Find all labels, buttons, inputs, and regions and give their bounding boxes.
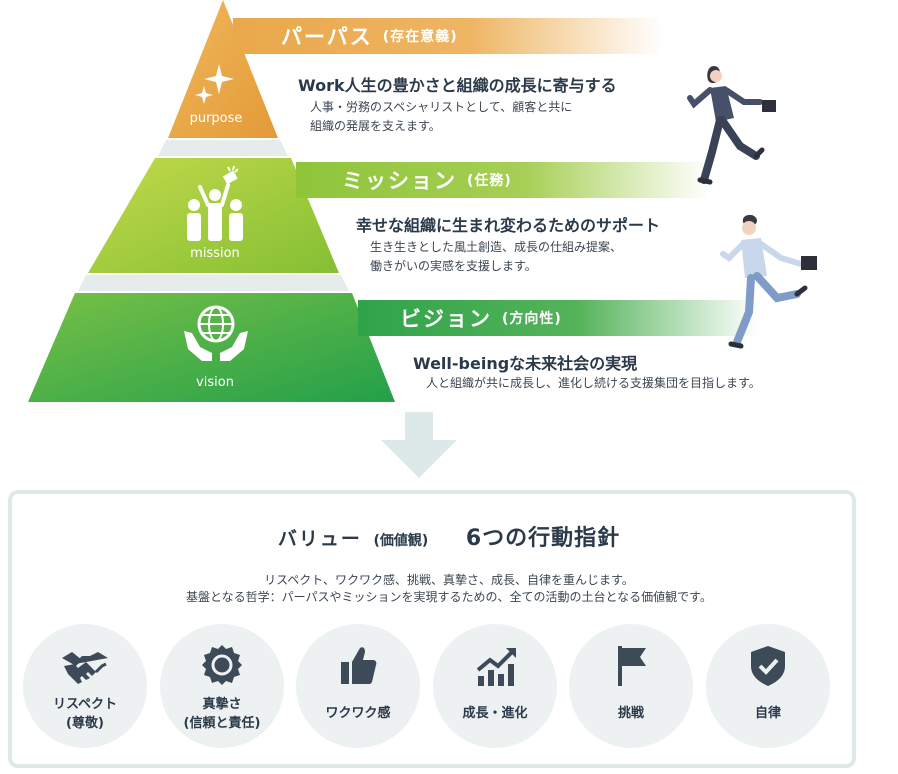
value-item-sincerity-label1: 真摯さ xyxy=(202,697,242,712)
tier-gap-1 xyxy=(158,140,288,156)
value-item-sincerity: 真摯さ (信頼と責任) xyxy=(160,624,284,748)
shield-check-icon xyxy=(751,646,785,686)
value-item-respect-label2: (尊敬) xyxy=(66,716,104,731)
running-businessman-illustration xyxy=(720,214,817,349)
values-title-right: 6つの行動指針 xyxy=(465,526,621,551)
value-item-excitement: ワクワク感 xyxy=(296,624,420,748)
purpose-tier-label: purpose xyxy=(189,111,243,126)
mission-band: ミッション (任務) xyxy=(296,162,710,198)
values-desc-line1: リスペクト、ワクワク感、挑戦、真摯さ、成長、自律を重んじます。 xyxy=(264,573,634,587)
values-title: バリュー (価値観) 6つの行動指針 xyxy=(0,520,898,552)
pyramid xyxy=(28,0,395,402)
tier-gap-2 xyxy=(78,275,349,291)
value-item-growth: 成長・進化 xyxy=(433,624,557,748)
value-item-challenge: 挑戦 xyxy=(569,624,693,748)
purpose-desc-line2: 組織の発展を支えます。 xyxy=(310,119,441,133)
mission-heading: 幸せな組織に生まれ変わるためのサポート xyxy=(356,216,661,235)
handshake-icon xyxy=(62,652,108,684)
value-item-autonomy: 自律 xyxy=(706,624,830,748)
values-desc-line2: 基盤となる哲学：パーパスやミッションを実現するための、全ての活動の土台となる価値… xyxy=(186,590,712,604)
down-arrow-icon xyxy=(381,412,457,478)
award-badge-icon xyxy=(202,645,242,685)
purpose-band-title: パーパス xyxy=(281,25,373,49)
vision-heading: Well-beingな未来社会の実現 xyxy=(413,354,638,373)
purpose-band: パーパス (存在意義) xyxy=(233,18,663,54)
mission-tier-label: mission xyxy=(190,246,240,261)
flag-icon xyxy=(618,646,646,686)
team-cheer-icon xyxy=(187,165,243,241)
value-item-sincerity-label2: (信頼と責任) xyxy=(183,716,261,731)
purpose-tier xyxy=(168,0,278,138)
running-businesswoman-illustration xyxy=(687,66,776,185)
mission-desc-line1: 生き生きとした風土創造、成長の仕組み提案、 xyxy=(370,240,623,254)
value-item-respect: リスペクト (尊敬) xyxy=(23,624,147,748)
growth-chart-icon xyxy=(476,648,516,686)
purpose-desc-line1: 人事・労務のスペシャリストとして、顧客と共に xyxy=(310,100,573,114)
value-item-excitement-label: ワクワク感 xyxy=(325,706,391,721)
value-item-autonomy-label: 自律 xyxy=(754,706,781,721)
vision-desc-line1: 人と組織が共に成長し、進化し続ける支援集団を目指します。 xyxy=(426,376,761,390)
vision-tier xyxy=(28,293,395,402)
vision-band: ビジョン (方向性) xyxy=(358,300,758,336)
mission-desc-line2: 働きがいの実感を支援します。 xyxy=(370,259,537,273)
value-item-respect-label1: リスペクト xyxy=(52,697,118,712)
vision-tier-label: vision xyxy=(196,375,234,390)
thumbs-up-icon xyxy=(341,647,377,684)
mission-band-subtitle: (任務) xyxy=(467,173,512,189)
sparkle-icon xyxy=(195,64,234,104)
values-title-main: バリュー xyxy=(277,528,362,550)
values-panel xyxy=(8,490,856,768)
vision-band-subtitle: (方向性) xyxy=(502,311,562,327)
value-item-growth-label: 成長・進化 xyxy=(462,706,528,721)
values-title-sub: (価値観) xyxy=(373,533,429,549)
vision-band-title: ビジョン xyxy=(400,307,492,331)
mission-band-title: ミッション xyxy=(342,169,457,193)
purpose-band-subtitle: (存在意義) xyxy=(382,29,458,45)
hands-globe-icon xyxy=(184,305,248,361)
value-item-challenge-label: 挑戦 xyxy=(617,706,644,721)
purpose-heading: Work人生の豊かさと組織の成長に寄与する xyxy=(298,76,617,95)
